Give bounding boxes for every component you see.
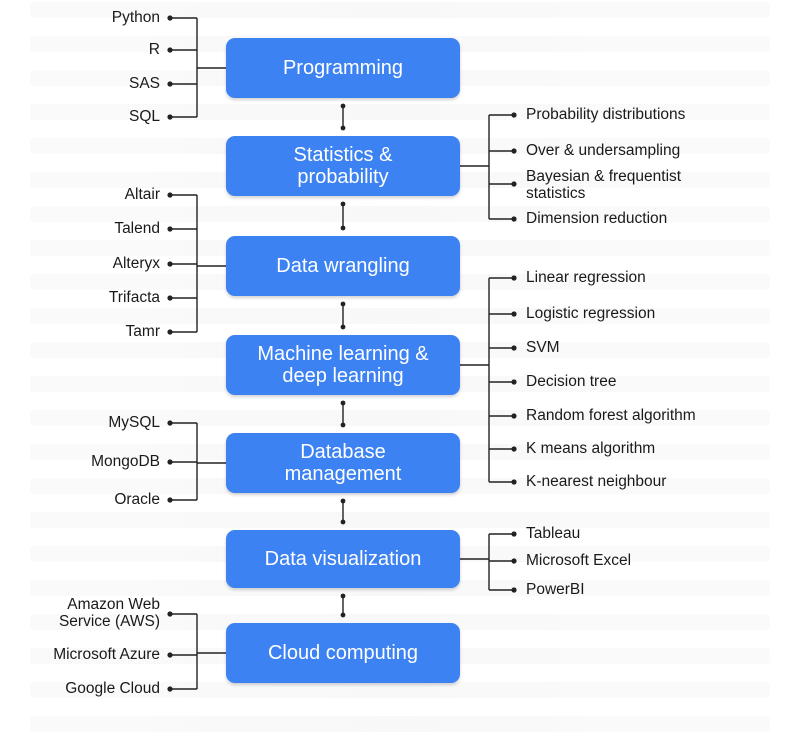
stage-label: Machine learning & deep learning [257, 343, 429, 387]
tool-dot [167, 686, 173, 692]
stage-connector-dot [340, 519, 346, 525]
tool-label-cloud: Amazon Web Service (AWS) [58, 596, 160, 630]
stage-connector-dot [340, 593, 346, 599]
stage-connector-dot [340, 103, 346, 109]
stage-box-ml: Machine learning & deep learning [226, 335, 460, 395]
topic-label-ml: Decision tree [526, 373, 617, 390]
topic-label-statistics: Over & undersampling [526, 142, 681, 159]
topic-label-visualization: PowerBI [526, 581, 585, 598]
topic-dot [511, 275, 517, 281]
tool-dot [167, 329, 173, 335]
topic-label-visualization: Microsoft Excel [526, 552, 632, 569]
tool-dot [167, 192, 173, 198]
stage-label: Cloud computing [267, 642, 419, 664]
topic-dot [511, 413, 517, 419]
topic-dot [511, 181, 517, 187]
tool-label-database: MongoDB [91, 453, 160, 470]
topic-dot [511, 311, 517, 317]
topic-label-visualization: Tableau [526, 525, 581, 542]
tool-label-wrangling: Altair [124, 186, 160, 203]
topic-label-ml: Logistic regression [526, 305, 656, 322]
tool-dot [167, 261, 173, 267]
stage-connector-dot [340, 498, 346, 504]
tool-label-database: MySQL [108, 414, 160, 431]
stage-label: Database management [284, 441, 402, 485]
stage-box-statistics: Statistics & probability [226, 136, 460, 196]
tool-label-wrangling: Tamr [125, 323, 160, 340]
tool-label-cloud: Microsoft Azure [53, 646, 160, 663]
topic-dot [511, 587, 517, 593]
tool-label-wrangling: Trifacta [108, 289, 160, 306]
tool-dot [167, 114, 173, 120]
topic-label-ml: Linear regression [526, 269, 646, 286]
tool-label-programming: SQL [128, 108, 160, 125]
topic-dot [511, 531, 517, 537]
stage-box-database: Database management [226, 433, 460, 493]
tool-label-wrangling: Alteryx [112, 255, 160, 272]
tool-label-wrangling: Talend [114, 220, 160, 237]
tool-label-programming: Python [111, 9, 160, 26]
stage-connector-dot [340, 612, 346, 618]
stage-connector-dot [340, 225, 346, 231]
stage-box-programming: Programming [226, 38, 460, 98]
topic-dot [511, 148, 517, 154]
tool-dot [167, 295, 173, 301]
stage-connector-dot [340, 201, 346, 207]
tool-dot [167, 15, 173, 21]
tool-label-cloud: Google Cloud [65, 680, 160, 697]
stage-connector-dot [340, 301, 346, 307]
stage-box-visualization: Data visualization [226, 530, 460, 588]
stage-connector-dot [340, 125, 346, 131]
stage-connector-dot [340, 324, 346, 330]
topic-dot [511, 112, 517, 118]
topic-label-statistics: Probability distributions [526, 106, 686, 123]
topic-label-ml: K means algorithm [526, 440, 656, 457]
stage-label: Statistics & probability [293, 144, 393, 188]
topic-label-statistics: Dimension reduction [526, 210, 668, 227]
topic-dot [511, 345, 517, 351]
tool-dot [167, 652, 173, 658]
stage-box-wrangling: Data wrangling [226, 236, 460, 296]
tool-label-programming: SAS [128, 75, 160, 92]
topic-dot [511, 558, 517, 564]
tool-dot [167, 226, 173, 232]
topic-label-ml: Random forest algorithm [526, 407, 696, 424]
stage-box-cloud: Cloud computing [226, 623, 460, 683]
topic-dot [511, 216, 517, 222]
topic-dot [511, 446, 517, 452]
tool-dot [167, 611, 173, 617]
tool-label-programming: R [148, 41, 160, 58]
stage-connector-dot [340, 400, 346, 406]
stage-label: Programming [282, 57, 404, 79]
topic-dot [511, 379, 517, 385]
topic-label-ml: K-nearest neighbour [526, 473, 667, 490]
tool-label-database: Oracle [114, 491, 160, 508]
tool-dot [167, 81, 173, 87]
tool-dot [167, 420, 173, 426]
topic-dot [511, 479, 517, 485]
tool-dot [167, 459, 173, 465]
stage-connector-dot [340, 422, 346, 428]
tool-dot [167, 47, 173, 53]
topic-label-ml: SVM [526, 339, 560, 356]
stage-label: Data visualization [264, 548, 422, 570]
tool-dot [167, 497, 173, 503]
stage-label: Data wrangling [276, 255, 410, 277]
topic-label-statistics: Bayesian & frequentist statistics [526, 168, 682, 202]
